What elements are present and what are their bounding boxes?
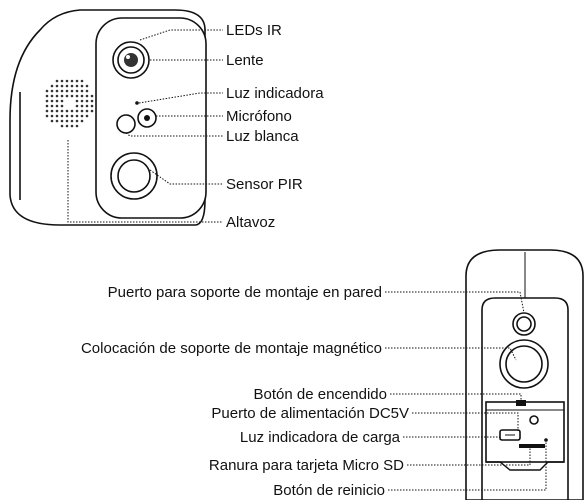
- charge-indicator: [529, 415, 539, 425]
- label-boton-encendido: Botón de encendido: [253, 386, 387, 403]
- indicator-dot: [135, 101, 139, 105]
- label-lente: Lente: [226, 52, 264, 69]
- label-altavoz: Altavoz: [226, 214, 276, 231]
- label-luz-blanca: Luz blanca: [226, 128, 299, 145]
- label-leds-ir: LEDs IR: [226, 22, 282, 39]
- power-button: [516, 400, 526, 406]
- front-leaders: [67, 29, 223, 223]
- port-cover: [485, 401, 565, 463]
- label-luz-carga: Luz indicadora de carga: [239, 429, 400, 446]
- pir-sensor-inner: [117, 159, 151, 193]
- label-boton-reinicio: Botón de reinicio: [273, 482, 385, 499]
- lens-inner: [124, 53, 138, 67]
- label-puerto-alimentacion: Puerto de alimentación DC5V: [211, 405, 409, 422]
- white-light: [116, 114, 136, 134]
- sd-slot: [519, 444, 545, 448]
- speaker-grille: [45, 79, 94, 128]
- label-soporte-magnetico: Colocación de soporte de montaje magnéti…: [80, 340, 382, 357]
- label-luz-indicadora: Luz indicadora: [226, 85, 324, 102]
- front-camera: [9, 9, 207, 226]
- label-puerto-pared: Puerto para soporte de montaje en pared: [107, 284, 382, 301]
- label-sensor-pir: Sensor PIR: [226, 176, 303, 193]
- reset-button: [544, 438, 548, 442]
- label-ranura-sd: Ranura para tarjeta Micro SD: [208, 457, 404, 474]
- lens-glint: [126, 55, 130, 59]
- back-camera: [465, 249, 584, 500]
- label-microfono: Micrófono: [226, 108, 292, 125]
- back-leaders: [385, 291, 547, 491]
